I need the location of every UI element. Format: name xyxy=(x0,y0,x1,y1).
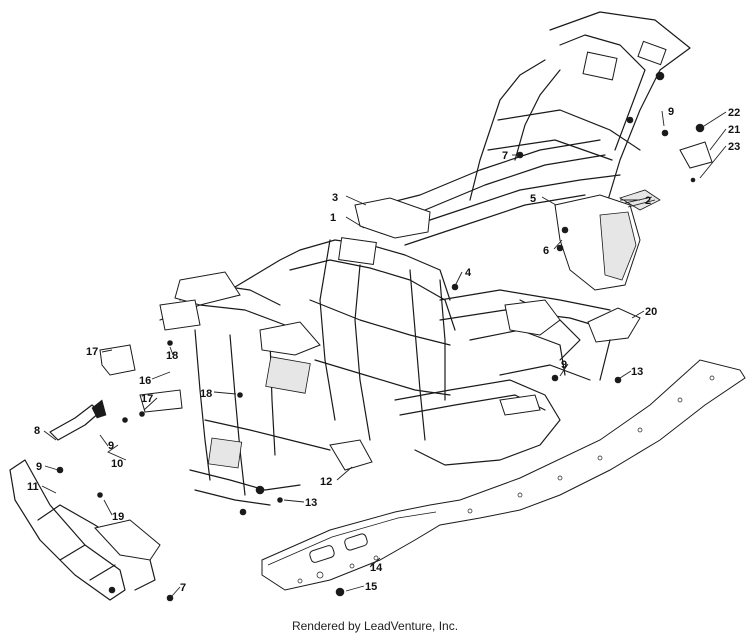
callout-7-upper: 7 xyxy=(502,150,508,162)
callout-16: 16 xyxy=(139,375,151,387)
render-credit: Rendered by LeadVenture, Inc. xyxy=(291,619,459,633)
main-frame xyxy=(159,11,713,516)
leader-lines xyxy=(41,110,727,597)
hardware-fasteners xyxy=(97,151,622,602)
callout-11: 11 xyxy=(27,481,39,493)
callout-1: 1 xyxy=(330,212,336,224)
callout-15: 15 xyxy=(365,581,377,593)
callout-22: 22 xyxy=(728,107,740,119)
skid-plate xyxy=(261,359,746,591)
callout-3: 3 xyxy=(332,192,338,204)
callout-20: 20 xyxy=(645,306,657,318)
callout-18-lower: 18 xyxy=(200,388,212,400)
callout-9-floor: 9 xyxy=(561,359,567,371)
callout-13-front: 13 xyxy=(305,497,317,509)
callout-9-bracket: 9 xyxy=(108,440,114,452)
callout-18-upper: 18 xyxy=(166,350,178,362)
callout-6: 6 xyxy=(543,245,549,257)
front-bumper xyxy=(9,459,161,601)
callout-7-lower: 7 xyxy=(180,582,186,594)
callout-21: 21 xyxy=(728,124,740,136)
callout-10: 10 xyxy=(111,458,123,470)
callout-13-rear: 13 xyxy=(631,366,643,378)
callout-23: 23 xyxy=(728,141,740,153)
callout-5: 5 xyxy=(530,193,536,205)
callout-12: 12 xyxy=(320,476,332,488)
callout-9-rear: 9 xyxy=(668,106,674,118)
callout-9-bumper: 9 xyxy=(36,461,42,473)
bracket-8 xyxy=(49,399,107,474)
callout-8: 8 xyxy=(34,425,40,437)
callout-17-upper: 17 xyxy=(86,346,98,358)
callout-4: 4 xyxy=(465,267,472,279)
callout-19: 19 xyxy=(112,511,124,523)
callout-14: 14 xyxy=(370,562,383,574)
callout-17-lower: 17 xyxy=(141,393,153,405)
callout-2: 2 xyxy=(645,195,651,207)
callout-labels: 1 2 3 4 5 6 7 7 8 9 9 9 9 10 11 12 13 13… xyxy=(27,106,740,594)
